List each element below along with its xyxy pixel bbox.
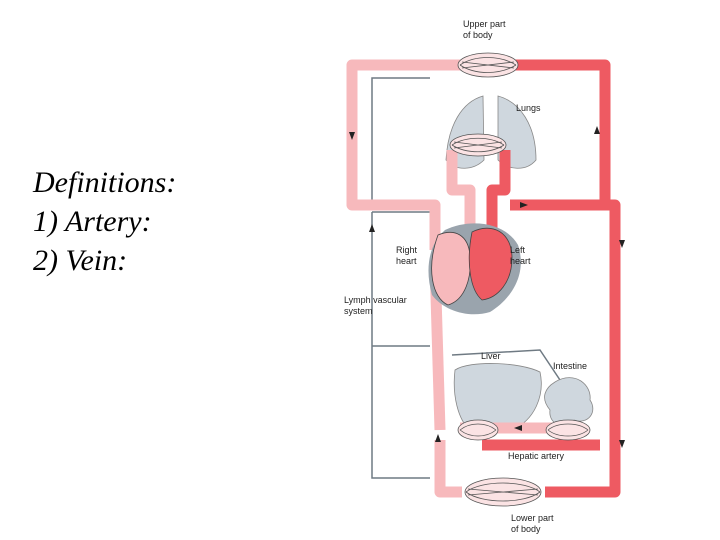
arrow-right-icon bbox=[520, 202, 528, 208]
label-hepatic-artery: Hepatic artery bbox=[508, 451, 565, 461]
label-lymph-1: Lymph vascular bbox=[344, 295, 407, 305]
arrow-left-icon bbox=[514, 425, 522, 431]
lymph-vessels bbox=[371, 77, 561, 479]
left-heart-chamber bbox=[468, 227, 513, 301]
label-lungs: Lungs bbox=[516, 103, 541, 113]
definition-vein: 2) Vein: bbox=[33, 244, 128, 277]
arrow-down-icon bbox=[349, 132, 355, 140]
capillary-upper-body bbox=[457, 52, 519, 78]
arrow-up-icon bbox=[435, 434, 441, 442]
label-right-heart-2: heart bbox=[396, 256, 417, 266]
label-lymph-2: system bbox=[344, 306, 373, 316]
right-heart-chamber bbox=[431, 231, 471, 306]
flow-arrows bbox=[349, 126, 625, 448]
arrow-down-icon bbox=[619, 240, 625, 248]
definitions-text: Definitions: 1) Artery: 2) Vein: bbox=[33, 163, 176, 280]
label-liver: Liver bbox=[481, 351, 501, 361]
capillary-lungs bbox=[449, 133, 507, 157]
heart bbox=[428, 223, 521, 315]
label-lower-part-2: of body bbox=[511, 524, 541, 534]
label-lower-part-1: Lower part bbox=[511, 513, 554, 523]
arrow-down-icon bbox=[619, 440, 625, 448]
label-upper-part-2: of body bbox=[463, 30, 493, 40]
label-left-heart-2: heart bbox=[510, 256, 531, 266]
definitions-heading: Definitions: bbox=[33, 166, 177, 199]
arrow-up-icon bbox=[369, 224, 375, 232]
capillary-lower-body bbox=[464, 477, 542, 507]
definition-artery: 1) Artery: bbox=[33, 205, 152, 238]
intestine bbox=[544, 377, 594, 426]
label-right-heart-1: Right bbox=[396, 245, 418, 255]
label-left-heart-1: Left bbox=[510, 245, 526, 255]
capillary-liver bbox=[457, 419, 499, 441]
label-upper-part-1: Upper part bbox=[463, 19, 506, 29]
label-intestine: Intestine bbox=[553, 361, 587, 371]
liver bbox=[453, 363, 542, 431]
arrow-up-icon bbox=[594, 126, 600, 134]
arteries bbox=[482, 59, 621, 498]
capillary-intestine bbox=[545, 419, 591, 441]
